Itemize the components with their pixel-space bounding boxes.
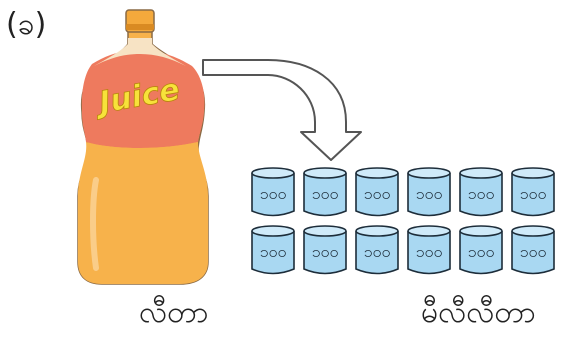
measuring-cup: ၁၀၀ (303, 225, 347, 275)
cup-label: ၁၀၀ (260, 242, 287, 261)
measuring-cup: ၁၀၀ (459, 225, 503, 275)
cup-rim (355, 225, 399, 237)
cup-label: ၁၀၀ (468, 242, 495, 261)
cup-label: ၁၀၀ (416, 184, 443, 203)
juice-bottle: Juice (77, 9, 209, 285)
cup-label: ၁၀၀ (364, 184, 391, 203)
measuring-cup: ၁၀၀ (251, 167, 295, 217)
cup-rim (459, 225, 503, 237)
bottle-juice (78, 142, 208, 284)
bottle-label-band (81, 50, 205, 148)
question-number: (ခ) (6, 7, 47, 42)
bottle-neck (94, 38, 186, 66)
measuring-cup: ၁၀၀ (511, 225, 555, 275)
cups-caption: မီလီလီတာ (421, 295, 536, 330)
cup-label: ၁၀၀ (364, 242, 391, 261)
cup-rim (511, 167, 555, 179)
cup-body (355, 173, 399, 217)
cup-rim (251, 225, 295, 237)
measuring-cup: ၁၀၀ (459, 167, 503, 217)
cup-body (303, 231, 347, 275)
cup-body (303, 173, 347, 217)
arrow-shape (202, 59, 362, 161)
cup-rim (355, 167, 399, 179)
measuring-cups: ၁၀၀၁၀၀၁၀၀၁၀၀၁၀၀၁၀၀၁၀၀၁၀၀၁၀၀၁၀၀၁၀၀၁၀၀ (251, 167, 555, 275)
cup-body (511, 173, 555, 217)
cup-body (251, 173, 295, 217)
cup-rim (459, 167, 503, 179)
cup-rim (407, 167, 451, 179)
cup-body (355, 231, 399, 275)
cup-label: ၁၀၀ (416, 242, 443, 261)
cup-label: ၁၀၀ (468, 184, 495, 203)
measuring-cup: ၁၀၀ (303, 167, 347, 217)
measuring-cup: ၁၀၀ (511, 167, 555, 217)
cup-body (459, 231, 503, 275)
measuring-cup: ၁၀၀ (407, 167, 451, 217)
cup-label: ၁၀၀ (520, 184, 547, 203)
cup-body (407, 231, 451, 275)
bottle-highlight (90, 177, 99, 271)
cup-rim (303, 225, 347, 237)
cup-body (251, 231, 295, 275)
cup-rim (303, 167, 347, 179)
measuring-cup: ၁၀၀ (407, 225, 451, 275)
cup-label: ၁၀၀ (260, 184, 287, 203)
cup-body (459, 173, 503, 217)
bottle-caption: လီတာ (139, 295, 209, 330)
pour-arrow (202, 59, 362, 161)
cup-body (407, 173, 451, 217)
measuring-cup: ၁၀၀ (251, 225, 295, 275)
cup-label: ၁၀၀ (312, 242, 339, 261)
cup-label: ၁၀၀ (520, 242, 547, 261)
measuring-cup: ၁၀၀ (355, 167, 399, 217)
cup-rim (407, 225, 451, 237)
cup-rim (251, 167, 295, 179)
measuring-cup: ၁၀၀ (355, 225, 399, 275)
cup-body (511, 231, 555, 275)
cup-label: ၁၀၀ (312, 184, 339, 203)
cup-rim (511, 225, 555, 237)
bottle-cap-shadow (126, 24, 154, 30)
